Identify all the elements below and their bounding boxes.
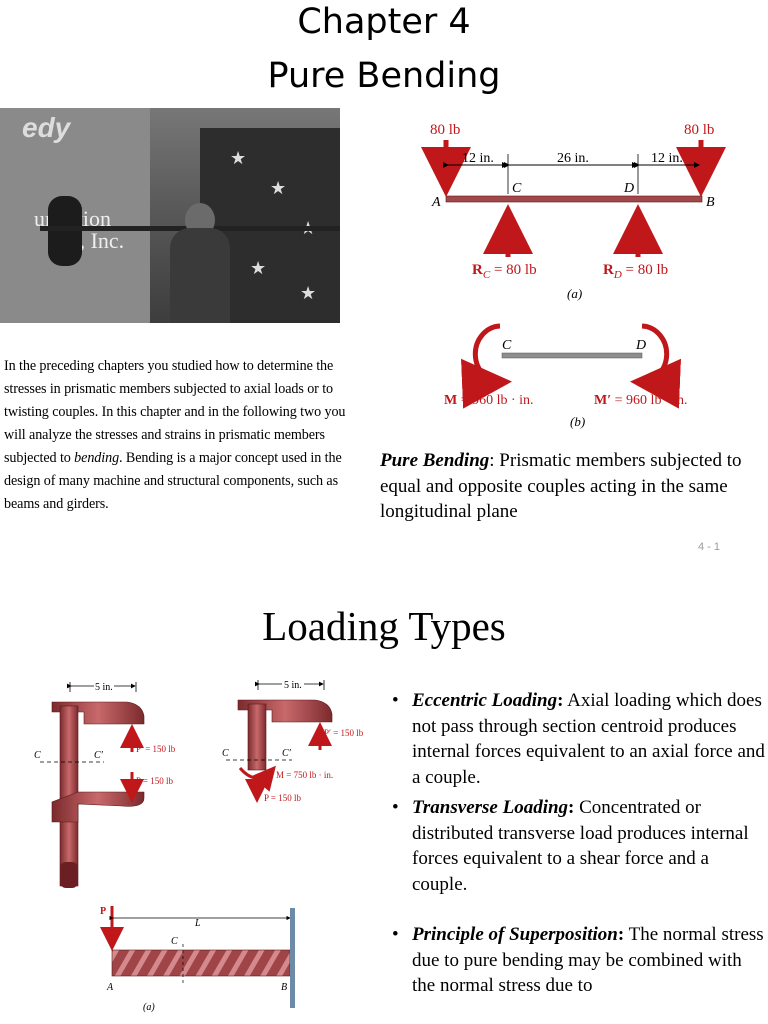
- clamp2-c: C: [222, 748, 229, 759]
- couple-m-prime-arrow: [630, 323, 681, 409]
- fixed-wall: [290, 908, 295, 1008]
- clamp2-m-label: M = 750 lb · in.: [276, 770, 333, 780]
- beam-diagram-b: C D M = 960 lb · in. M′ = 960 lb · in. (…: [444, 323, 688, 429]
- barbell-plate: [48, 196, 82, 266]
- point-b: B: [706, 195, 715, 210]
- clamp2-dim: 5 in.: [284, 680, 302, 691]
- point-c-b: C: [502, 338, 512, 353]
- lifter-body: [170, 228, 230, 323]
- bullet-transverse-loading: • Transverse Loading: Concentrated or di…: [392, 797, 749, 895]
- intro-paragraph: In the preceding chapters you studied ho…: [4, 357, 346, 512]
- dim-12in-left: 12 in.: [462, 151, 494, 166]
- bullet-superposition: • Principle of Superposition: The normal…: [392, 924, 764, 996]
- bullet-dot: •: [392, 797, 399, 818]
- bullet-dot: •: [392, 924, 399, 945]
- reaction-c-label: RC = 80 lb: [472, 262, 537, 281]
- load-right-label: 80 lb: [684, 122, 714, 138]
- pure-bending-definition: Pure Bending: Prismatic members subjecte…: [380, 450, 742, 522]
- couple-m-label: M = 960 lb · in.: [444, 393, 534, 408]
- intro-emphasis: bending: [74, 449, 120, 466]
- point-d-b: D: [635, 338, 646, 353]
- clamp2-c-prime: C′: [282, 748, 292, 759]
- clamp1-p-prime-label: P′ = 150 lb: [136, 744, 176, 754]
- clamp2-p-prime-label: P′ = 150 lb: [324, 728, 364, 738]
- loading-types-bullets: • Eccentric Loading: Axial loading which…: [390, 688, 768, 1004]
- clamp1-c-prime: C′: [94, 750, 104, 761]
- beam-a-label: A: [106, 982, 114, 993]
- bullet-dot: •: [392, 690, 399, 711]
- point-c: C: [512, 181, 522, 196]
- beam-a: [445, 195, 703, 203]
- slide-title-loading-types: Loading Types: [262, 603, 506, 649]
- beam-diagram-a: 80 lb 80 lb 12 in. 26 in. 12 in. A B C D…: [421, 122, 726, 301]
- clamp-equivalent-diagram: 5 in. P′ = 150 lb C C′ M = 750 lb · in. …: [222, 680, 364, 803]
- weightlifter-photo: ★ ★ ★ ★ ★ edy undation y, Inc.: [0, 108, 340, 323]
- couple-m-prime-label: M′ = 960 lb · in.: [594, 393, 688, 408]
- clamp1-c: C: [34, 750, 41, 761]
- beam-p-label: P: [100, 906, 106, 917]
- slide-title-chapter: Chapter 4: [297, 2, 471, 42]
- slide-title-pure-bending: Pure Bending: [267, 56, 501, 96]
- load-left-label: 80 lb: [430, 122, 460, 138]
- clamp1-lower-jaw: [51, 791, 145, 823]
- pure-bending-term: Pure Bending: [380, 450, 490, 471]
- beam-b: [501, 352, 643, 359]
- beam-b-label: B: [281, 982, 287, 993]
- clamp2-moment-arrow: [238, 765, 276, 792]
- slide-page-number: 4 - 1: [697, 541, 720, 553]
- clamp2-p-label: P = 150 lb: [264, 793, 301, 803]
- beam-c-label: C: [171, 936, 178, 947]
- dim-26in: 26 in.: [557, 151, 589, 166]
- clamp-eccentric-diagram: 5 in. P′ = 150 lb P = 150 lb C C′: [34, 682, 176, 888]
- photo-logo-text: edy: [22, 112, 71, 143]
- clamp1-p-label: P = 150 lb: [136, 776, 173, 786]
- beam-l-label: L: [194, 918, 201, 929]
- bullet-eccentric-loading: • Eccentric Loading: Axial loading which…: [392, 690, 765, 788]
- figure-b-caption: (b): [570, 414, 585, 429]
- beam-caption: (a): [143, 1002, 155, 1013]
- clamp1-handle: [60, 862, 78, 888]
- figure-a-caption: (a): [567, 286, 582, 301]
- dim-12in-right: 12 in.: [651, 151, 683, 166]
- point-d: D: [623, 181, 634, 196]
- clamp1-dim: 5 in.: [95, 682, 113, 693]
- reaction-d-label: RD = 80 lb: [603, 262, 668, 281]
- cantilever-beam: [111, 949, 291, 977]
- couple-m-arrow: [461, 323, 512, 409]
- point-a: A: [431, 195, 441, 210]
- cantilever-beam-diagram: P L C A B (a): [100, 906, 295, 1013]
